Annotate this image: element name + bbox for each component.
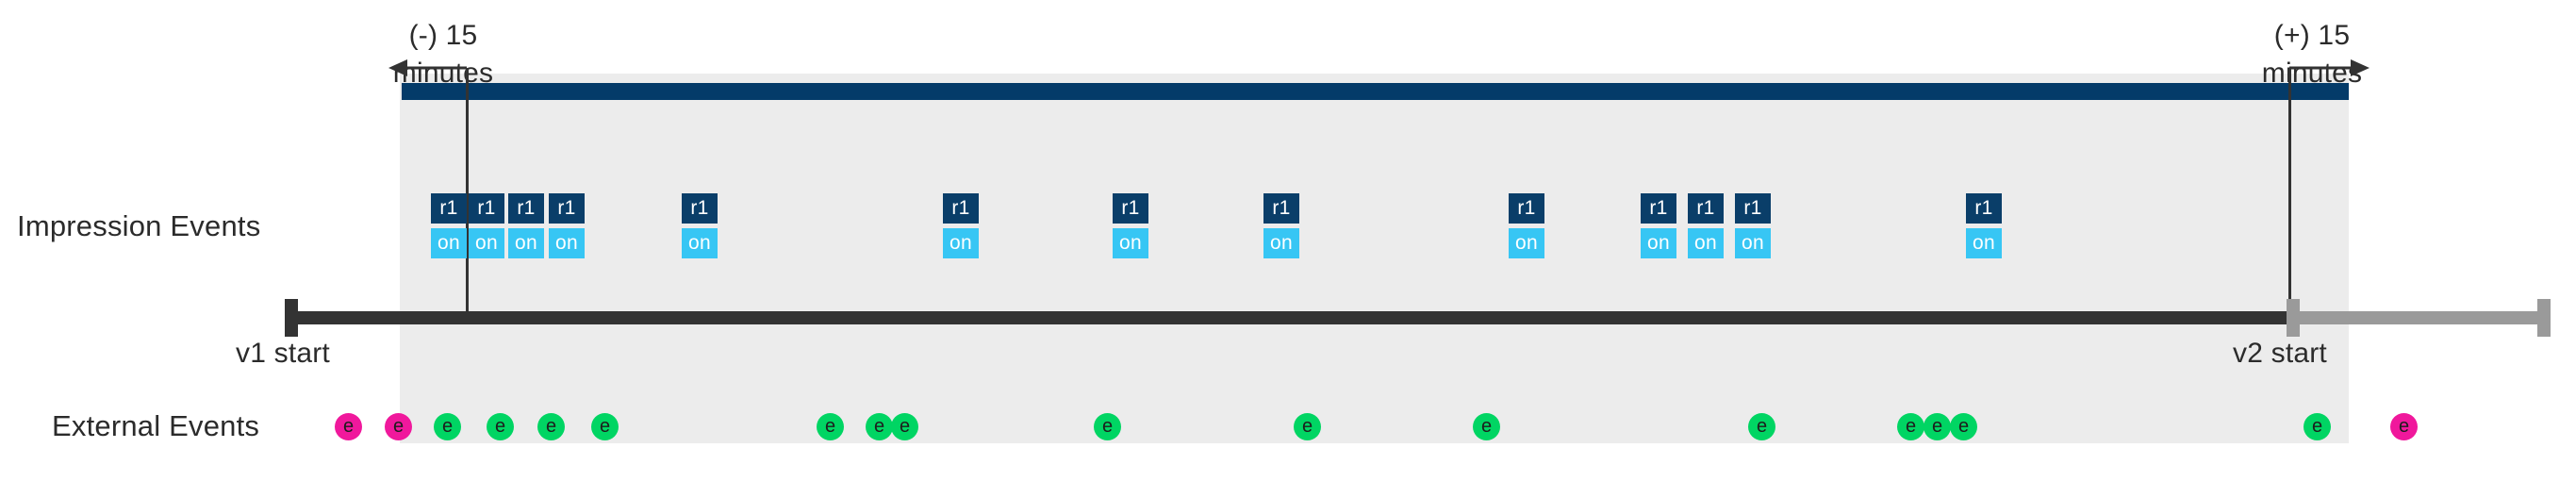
impression-event-badge[interactable]: r1 on (508, 193, 544, 258)
impression-event-badge[interactable]: r1 on (1509, 193, 1544, 258)
request-badge: r1 (1735, 193, 1771, 224)
external-event-dot-outside[interactable]: e (385, 413, 412, 440)
annotation-arrow-lower-bound (387, 58, 470, 78)
external-event-dot-outside[interactable]: e (2390, 413, 2418, 440)
external-event-dot-inside[interactable]: e (1950, 413, 1977, 440)
external-event-dot-inside[interactable]: e (591, 413, 619, 440)
impression-event-badge[interactable]: r1 on (469, 193, 504, 258)
external-event-dot-inside[interactable]: e (1294, 413, 1321, 440)
state-badge: on (1966, 228, 2002, 258)
impression-event-badge[interactable]: r1 on (943, 193, 979, 258)
state-badge: on (1641, 228, 1676, 258)
request-badge: r1 (1509, 193, 1544, 224)
request-badge: r1 (431, 193, 467, 224)
annotation-arrow-upper-bound (2287, 58, 2371, 78)
v2-start-label: v2 start (2233, 338, 2327, 369)
state-badge: on (682, 228, 718, 258)
impression-event-badge[interactable]: r1 on (1641, 193, 1676, 258)
request-badge: r1 (943, 193, 979, 224)
state-badge: on (1263, 228, 1299, 258)
external-event-dot-inside[interactable]: e (891, 413, 918, 440)
state-badge: on (1509, 228, 1544, 258)
impression-event-badge[interactable]: r1 on (549, 193, 585, 258)
impression-event-badge[interactable]: r1 on (1263, 193, 1299, 258)
request-badge: r1 (682, 193, 718, 224)
state-badge: on (431, 228, 467, 258)
impression-event-badge[interactable]: r1 on (431, 193, 467, 258)
impression-event-badge[interactable]: r1 on (1113, 193, 1148, 258)
annotation-label-lower-bound: (-) 15 minutes (330, 17, 556, 91)
external-event-dot-inside[interactable]: e (1924, 413, 1951, 440)
version-bar (402, 83, 2349, 100)
request-badge: r1 (1113, 193, 1148, 224)
annotation-line-2: minutes (2261, 57, 2363, 89)
external-event-dot-inside[interactable]: e (2304, 413, 2331, 440)
boundary-line-upper-bound (2288, 68, 2291, 319)
external-event-dot-inside[interactable]: e (1473, 413, 1500, 440)
request-badge: r1 (1966, 193, 2002, 224)
external-event-dot-inside[interactable]: e (537, 413, 565, 440)
external-event-dot-inside[interactable]: e (817, 413, 844, 440)
external-event-dot-inside[interactable]: e (487, 413, 514, 440)
v1-timeline-endcap (285, 299, 298, 337)
v2-timeline-endcap (2537, 299, 2551, 337)
annotation-label-upper-bound: (+) 15 minutes (2199, 17, 2425, 91)
v1-start-label: v1 start (236, 338, 330, 369)
request-badge: r1 (469, 193, 504, 224)
external-event-dot-inside[interactable]: e (1094, 413, 1121, 440)
impression-event-badge[interactable]: r1 on (1688, 193, 1724, 258)
request-badge: r1 (1263, 193, 1299, 224)
state-badge: on (943, 228, 979, 258)
annotation-line-1: (+) 15 (2273, 20, 2351, 51)
state-badge: on (508, 228, 544, 258)
boundary-line-lower-bound (466, 68, 469, 319)
impression-event-badge[interactable]: r1 on (682, 193, 718, 258)
state-badge: on (469, 228, 504, 258)
external-event-dot-outside[interactable]: e (335, 413, 362, 440)
state-badge: on (1113, 228, 1148, 258)
attribution-window-shade (400, 74, 2349, 443)
external-event-dot-inside[interactable]: e (1897, 413, 1924, 440)
request-badge: r1 (549, 193, 585, 224)
external-event-dot-inside[interactable]: e (866, 413, 893, 440)
v1-timeline-bar (285, 311, 2287, 324)
impression-event-badge[interactable]: r1 on (1735, 193, 1771, 258)
external-event-dot-inside[interactable]: e (1748, 413, 1775, 440)
annotation-line-1: (-) 15 (408, 20, 478, 51)
v2-timeline-bar (2287, 311, 2551, 324)
impression-event-badge[interactable]: r1 on (1966, 193, 2002, 258)
external-event-dot-inside[interactable]: e (434, 413, 461, 440)
request-badge: r1 (1641, 193, 1676, 224)
state-badge: on (1735, 228, 1771, 258)
v2-timeline-endcap (2287, 299, 2300, 337)
row-label-impression-events: Impression Events (17, 209, 261, 242)
request-badge: r1 (1688, 193, 1724, 224)
request-badge: r1 (508, 193, 544, 224)
annotation-line-2: minutes (392, 57, 494, 89)
state-badge: on (1688, 228, 1724, 258)
row-label-external-events: External Events (52, 409, 260, 442)
state-badge: on (549, 228, 585, 258)
